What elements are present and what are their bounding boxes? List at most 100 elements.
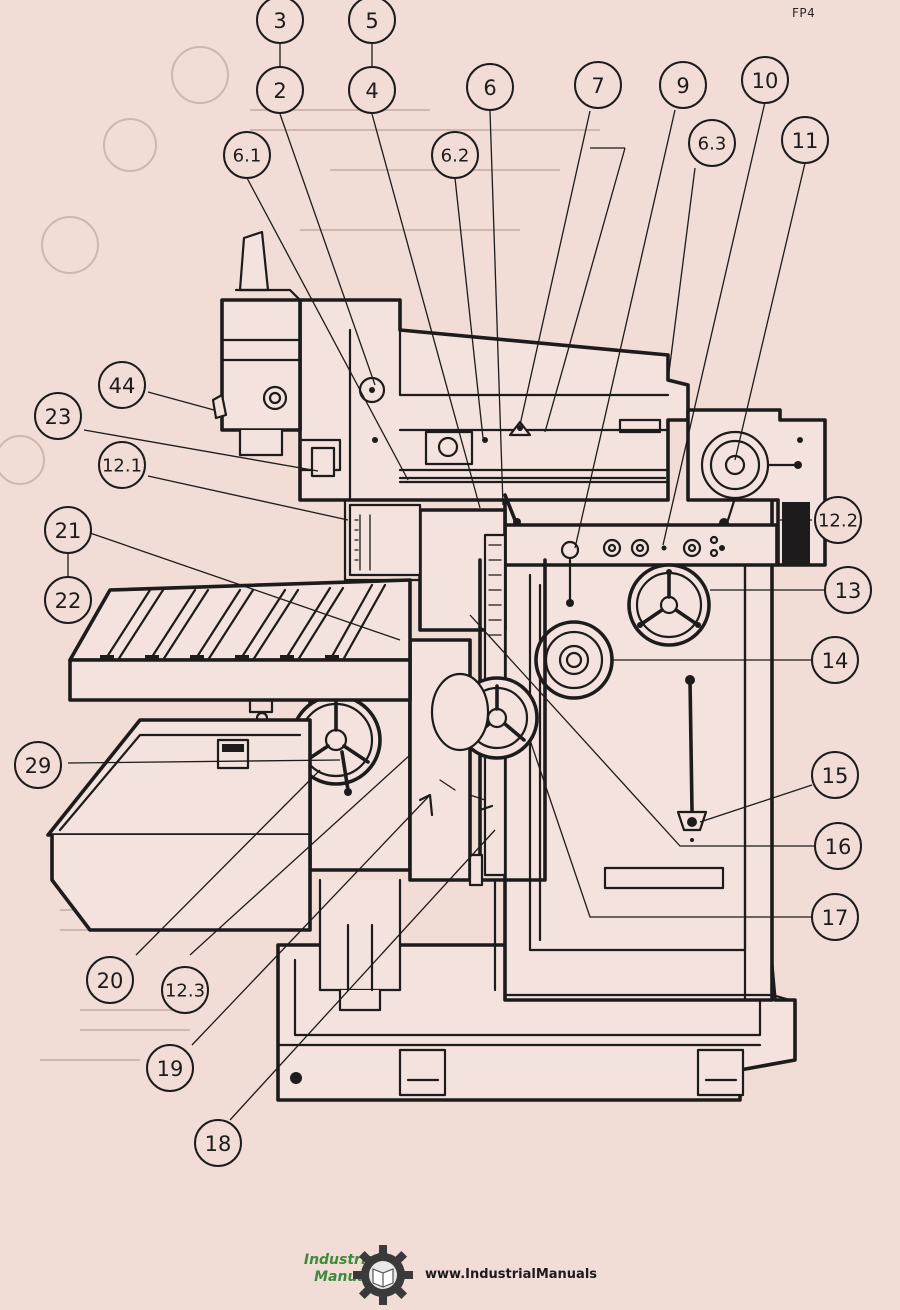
callout-circle — [811, 636, 859, 684]
callout-14: 14 — [811, 636, 859, 684]
callout-12-1: 12.1 — [98, 441, 146, 489]
callout-label: 16 — [825, 835, 852, 859]
callout-9: 9 — [659, 61, 707, 109]
callout-label: 9 — [676, 74, 689, 98]
callout-label: 6.1 — [233, 146, 262, 167]
callout-circle — [814, 822, 862, 870]
callout-circle — [811, 893, 859, 941]
saddle — [290, 660, 412, 1012]
callout-12-3: 12.3 — [161, 966, 209, 1014]
callout-label: 21 — [55, 519, 82, 543]
callout-10: 10 — [741, 56, 789, 104]
callout-22: 22 — [44, 576, 92, 624]
callout-2: 2 — [256, 66, 304, 114]
callout-label: 7 — [591, 74, 604, 98]
callout-circle — [348, 0, 396, 44]
callout-18: 18 — [194, 1119, 242, 1167]
lever-15 — [676, 675, 708, 842]
callout-label: 6.2 — [441, 146, 470, 167]
leader-lines — [67, 42, 827, 1121]
callout-6-3: 6.3 — [688, 119, 736, 167]
callout-circle — [781, 116, 829, 164]
callout-label: 29 — [25, 754, 52, 778]
callout-circle — [223, 131, 271, 179]
callout-3: 3 — [256, 0, 304, 44]
work-table — [68, 578, 412, 725]
control-panel — [503, 523, 779, 607]
callout-circle — [574, 61, 622, 109]
callout-6: 6 — [466, 63, 514, 111]
callout-circle — [256, 66, 304, 114]
handwheel-17 — [408, 638, 539, 887]
callout-12-2: 12.2 — [814, 496, 862, 544]
callout-circle — [431, 131, 479, 179]
spindle-details — [343, 476, 667, 582]
knee-slide — [418, 508, 547, 992]
callout-circle — [811, 751, 859, 799]
callout-circle — [256, 0, 304, 44]
callout-circle — [194, 1119, 242, 1167]
callout-label: 18 — [205, 1132, 232, 1156]
callout-label: 23 — [45, 405, 72, 429]
callout-label: 11 — [792, 129, 819, 153]
chip-tray — [46, 718, 312, 932]
callout-label: 10 — [752, 69, 779, 93]
callout-44: 44 — [98, 361, 146, 409]
callout-7: 7 — [574, 61, 622, 109]
callout-label: 12.1 — [102, 456, 142, 477]
callout-circle — [14, 741, 62, 789]
callout-20: 20 — [86, 956, 134, 1004]
callout-label: 19 — [157, 1057, 184, 1081]
callout-label: 5 — [365, 9, 378, 33]
callout-11: 11 — [781, 116, 829, 164]
callout-15: 15 — [811, 751, 859, 799]
callout-circle — [741, 56, 789, 104]
callout-circle — [44, 506, 92, 554]
callout-circle — [98, 441, 146, 489]
callout-label: 13 — [835, 579, 862, 603]
callout-circle — [98, 361, 146, 409]
dial-14 — [534, 620, 614, 700]
publisher-footer: Industrial Manuals — [300, 1242, 630, 1306]
callout-circle — [466, 63, 514, 111]
callout-label: 12.3 — [165, 981, 205, 1002]
callout-label: 3 — [273, 9, 286, 33]
handwheel-13 — [627, 563, 711, 647]
callout-29: 29 — [14, 741, 62, 789]
callout-label: 20 — [97, 969, 124, 993]
callout-6-1: 6.1 — [223, 131, 271, 179]
page-code: FP4 — [792, 6, 816, 20]
callout-16: 16 — [814, 822, 862, 870]
overarm-and-head — [211, 230, 690, 502]
gear-book-icon — [353, 1245, 413, 1305]
callout-13: 13 — [824, 566, 872, 614]
callout-circle — [44, 576, 92, 624]
callout-label: 6 — [483, 76, 496, 100]
callout-label: 4 — [365, 79, 378, 103]
callout-label: 22 — [55, 589, 82, 613]
callout-label: 44 — [109, 374, 136, 398]
callout-circle — [659, 61, 707, 109]
callout-label: 6.3 — [698, 134, 727, 155]
callout-21: 21 — [44, 506, 92, 554]
callout-circle — [34, 392, 82, 440]
callout-6-2: 6.2 — [431, 131, 479, 179]
callout-circle — [348, 66, 396, 114]
callout-19: 19 — [146, 1044, 194, 1092]
callout-23: 23 — [34, 392, 82, 440]
callout-label: 12.2 — [818, 511, 858, 532]
callout-5: 5 — [348, 0, 396, 44]
callout-label: 17 — [822, 906, 849, 930]
callout-circle — [688, 119, 736, 167]
callout-17: 17 — [811, 893, 859, 941]
callout-circle — [86, 956, 134, 1004]
callout-circle — [161, 966, 209, 1014]
callout-bubbles: 3 5 2 4 6 7 9 10 6.1 6.2 6.3 11 44 23 12.1 12.2 21 22 13 14… — [14, 0, 872, 1167]
machine-drawing — [46, 230, 827, 1102]
callout-circle — [814, 496, 862, 544]
callout-label: 15 — [822, 764, 849, 788]
milling-machine-diagram: 3 5 2 4 6 7 9 10 6.1 6.2 6.3 11 44 23 12.1 12.2 21 22 13 14… — [0, 0, 872, 1167]
callout-circle — [146, 1044, 194, 1092]
callout-4: 4 — [348, 66, 396, 114]
